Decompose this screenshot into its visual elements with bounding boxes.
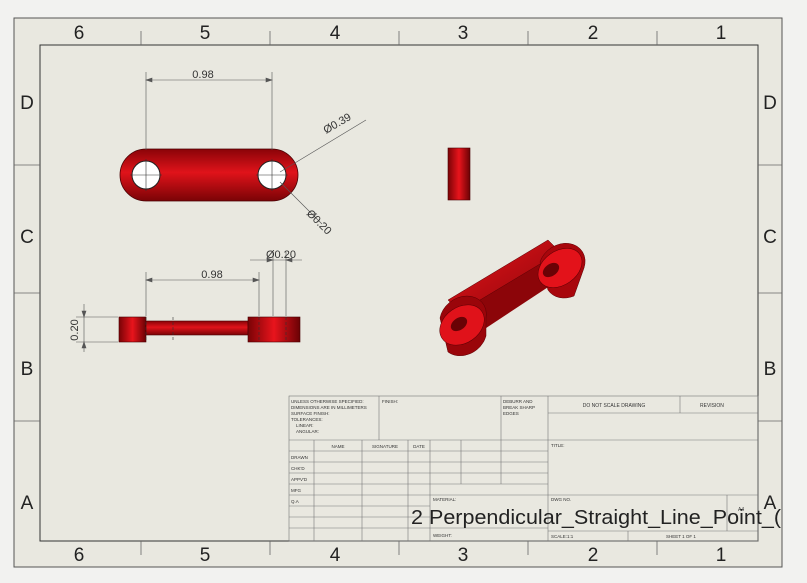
zone-col-2-top: 2 [588,23,599,44]
tb-row-qa: Q.A [291,499,299,504]
tb-deburr-line-2: BREAK SHARP [503,405,535,410]
front-view-end-right [247,316,301,343]
iso-hole-right [542,262,560,278]
title-block[interactable] [288,395,759,542]
dim-front-height: 0.20 [69,319,81,340]
tb-note-line-4: TOLERANCES: [291,417,323,422]
zone-col-5-bottom: 5 [200,545,211,566]
top-view-body [119,148,299,202]
tb-weight-label: WEIGHT: [433,533,452,538]
dim-front-hole-diameter: Ø0.20 [266,249,296,261]
tb-finish-label: FINISH: [382,399,398,404]
zone-col-1-top: 1 [716,23,727,44]
zone-row-a-left: A [21,493,34,514]
zone-col-3-top: 3 [458,23,469,44]
tb-note-line-5: LINEAR: [296,423,314,428]
dim-top-length: 0.98 [192,69,213,81]
tb-size: A4 [738,507,744,513]
zone-col-1-bottom: 1 [716,545,727,566]
isometric-view[interactable] [432,239,589,357]
tb-title-label: TITLE: [551,443,565,448]
zone-col-3-bottom: 3 [458,545,469,566]
tb-note-line-6: ANGULAR: [296,429,319,434]
front-view-dimensions [76,252,302,352]
zone-col-5-top: 5 [200,23,211,44]
front-view[interactable] [118,316,301,343]
zone-row-d-left: D [20,93,34,114]
tb-note-line-1: UNLESS OTHERWISE SPECIFIED: [291,399,364,404]
tb-row-drawn: DRAWN [291,455,308,460]
tb-note-line-3: SURFACE FINISH: [291,411,330,416]
tb-do-not-scale: DO NOT SCALE DRAWING [583,403,646,409]
zone-col-6-top: 6 [74,23,85,44]
tb-row-checked: CHK'D [291,466,305,471]
tb-col-signature: SIGNATURE [372,444,398,449]
tb-deburr-line-3: EDGES [503,411,519,416]
tb-row-approved: APPV'D [291,477,308,482]
tb-scale-label: SCALE:1:1 [551,534,574,539]
tb-col-name: NAME [331,444,344,449]
tb-revision-label: REVISION [700,403,724,409]
title-block-general-notes: UNLESS OTHERWISE SPECIFIED: DIMENSIONS A… [291,399,367,434]
iso-hole-left [450,316,468,332]
tb-col-date: DATE [413,444,425,449]
side-view[interactable] [447,147,471,201]
front-view-end-left [118,316,147,343]
zone-col-4-bottom: 4 [330,545,341,566]
iso-end-right-top [537,248,583,288]
tb-note-line-2: DIMENSIONS ARE IN MILLIMETERS [291,405,367,410]
tb-material-label: MATERIAL: [433,497,456,502]
side-view-body [447,147,471,201]
zone-row-b-left: B [21,359,34,380]
zone-row-b-right: B [764,359,777,380]
tb-dwg-no-label: DWG NO. [551,497,571,502]
zone-row-c-right: C [763,227,777,248]
zone-row-c-left: C [20,227,34,248]
front-view-web [145,320,249,336]
tb-drawing-name: 2 Perpendicular_Straight_Line_Point_( [411,507,781,529]
top-view-dimensions [145,72,367,225]
zone-row-d-right: D [763,93,777,114]
dim-front-length: 0.98 [201,269,222,281]
zone-col-2-bottom: 2 [588,545,599,566]
zone-col-4-top: 4 [330,23,341,44]
zone-ticks [14,31,782,555]
drawing-border [39,44,759,542]
tb-sheet-label: SHEET 1 OF 1 [666,534,696,539]
top-view[interactable] [119,148,299,202]
tb-row-mfg: MFG [291,488,301,493]
zone-row-a-right: A [764,493,777,514]
zone-col-6-bottom: 6 [74,545,85,566]
tb-deburr-line-1: DEBURR AND [503,399,533,404]
